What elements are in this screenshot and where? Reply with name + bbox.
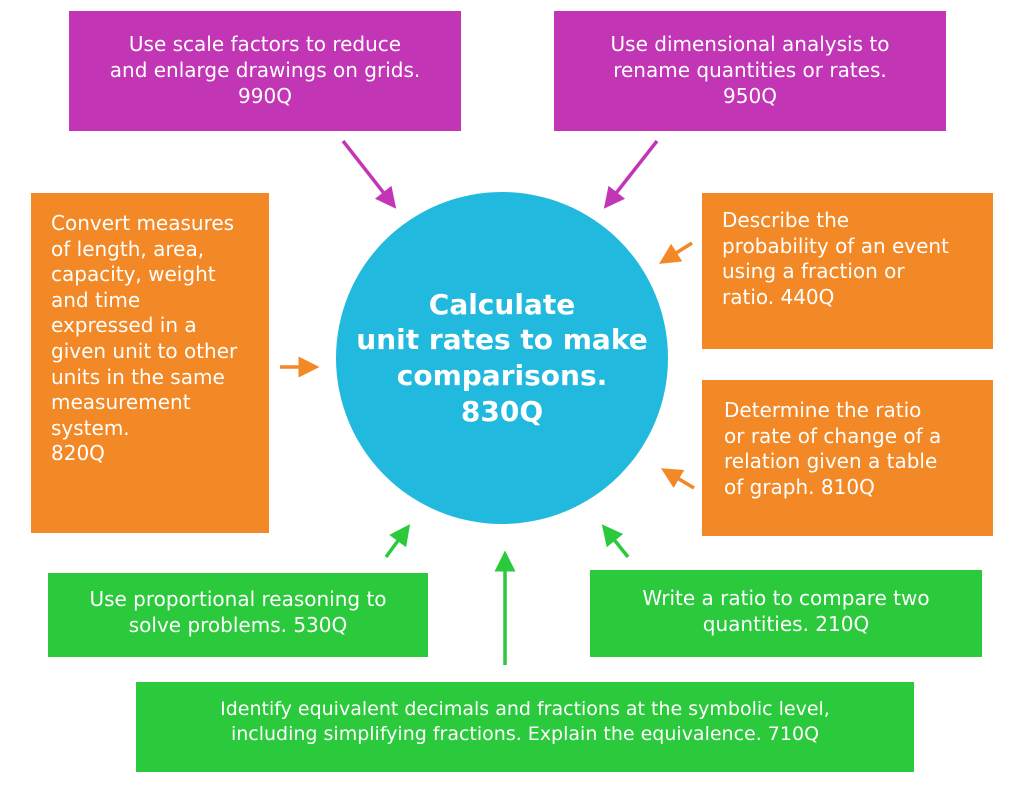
center-line: comparisons. (396, 359, 608, 392)
arrow-rate-of-change (660, 468, 695, 490)
node-line: Use scale factors to reduce (128, 32, 402, 56)
node-write-ratio: Write a ratio to compare two quantities.… (590, 570, 982, 657)
node-proportional-reasoning: Use proportional reasoning to solve prob… (48, 573, 428, 657)
node-dimensional-analysis: Use dimensional analysis to rename quant… (554, 11, 946, 131)
arrow-write-ratio (601, 524, 630, 559)
node-line: Convert measures (51, 211, 235, 235)
node-line: expressed in a (51, 313, 197, 338)
node-line: units in the same (51, 364, 225, 389)
node-line: using a fraction or (722, 259, 905, 284)
center-line: unit rates to make (356, 323, 648, 357)
node-line: and time (51, 287, 141, 312)
node-line: 990Q (238, 84, 292, 108)
center-line: 830Q (460, 394, 544, 428)
node-line: quantities. 210Q (702, 612, 870, 636)
node-scale-factors: Use scale factors to reduce and enlarge … (69, 11, 461, 131)
node-line: measurement (51, 390, 191, 415)
node-line: ratio. 440Q (722, 284, 835, 309)
node-line: probability of an event (722, 233, 949, 258)
node-line: Describe the (722, 208, 850, 232)
node-line: capacity, weight (51, 262, 216, 287)
node-line: relation given a table (724, 449, 938, 474)
node-line: or rate of change of a (724, 423, 942, 448)
central-concept: Calculate unit rates to make comparisons… (336, 192, 668, 524)
node-line: given unit to other (51, 338, 238, 363)
node-line: Use dimensional analysis to (610, 32, 890, 56)
arrow-proportional-reasoning (384, 524, 411, 559)
node-equivalent-decimals: Identify equivalent decimals and fractio… (136, 682, 914, 772)
node-line: 950Q (723, 84, 777, 108)
center-line: Calculate (428, 287, 576, 321)
node-line: Use proportional reasoning to (89, 587, 387, 611)
node-convert-measures: Convert measures of length, area, capaci… (31, 193, 269, 533)
node-line: 820Q (51, 441, 105, 466)
node-line: of length, area, (51, 236, 205, 261)
node-line: Identify equivalent decimals and fractio… (220, 698, 830, 720)
node-line: rename quantities or rates. (613, 58, 887, 82)
node-line: and enlarge drawings on grids. (109, 58, 421, 82)
node-line: Determine the ratio (724, 398, 922, 422)
arrow-scale-factors (341, 139, 397, 209)
node-rate-of-change: Determine the ratio or rate of change of… (702, 380, 993, 536)
arrow-probability (659, 241, 693, 264)
node-probability: Describe the probability of an event usi… (702, 193, 993, 349)
node-line: Write a ratio to compare two (642, 586, 930, 610)
node-line: solve problems. 530Q (128, 613, 348, 637)
node-line: of graph. 810Q (724, 474, 875, 499)
node-line: system. (51, 415, 130, 440)
node-line: including simplifying fractions. Explain… (230, 722, 820, 745)
arrow-dimensional-analysis (603, 139, 659, 209)
